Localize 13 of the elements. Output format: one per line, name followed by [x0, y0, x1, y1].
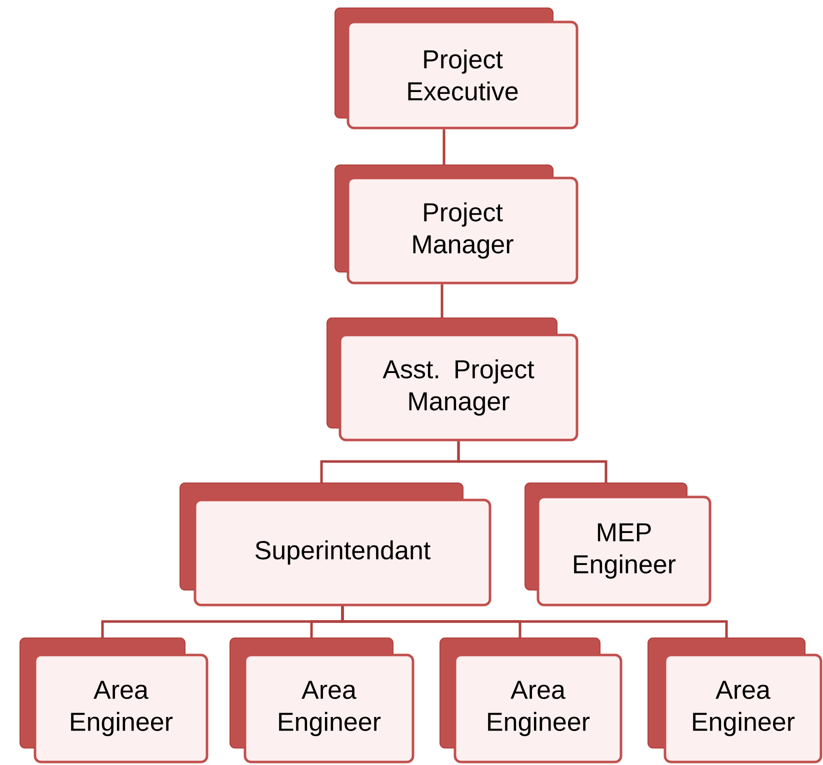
- connector-line: [341, 606, 728, 638]
- org-box: Area Engineer: [440, 637, 622, 764]
- org-box: Project Manager: [334, 164, 578, 284]
- org-box: MEP Engineer: [524, 482, 712, 606]
- connector-line: [442, 129, 446, 165]
- org-box: Area Engineer: [230, 637, 414, 764]
- org-box: Asst. Project Manager: [326, 317, 578, 442]
- org-box: Area Engineer: [20, 637, 208, 764]
- org-box: Area Engineer: [648, 637, 822, 764]
- org-box: Superintendant: [180, 482, 492, 606]
- org-box: Project Executive: [334, 7, 578, 130]
- connector-line: [440, 284, 444, 318]
- connector-line: [457, 441, 608, 483]
